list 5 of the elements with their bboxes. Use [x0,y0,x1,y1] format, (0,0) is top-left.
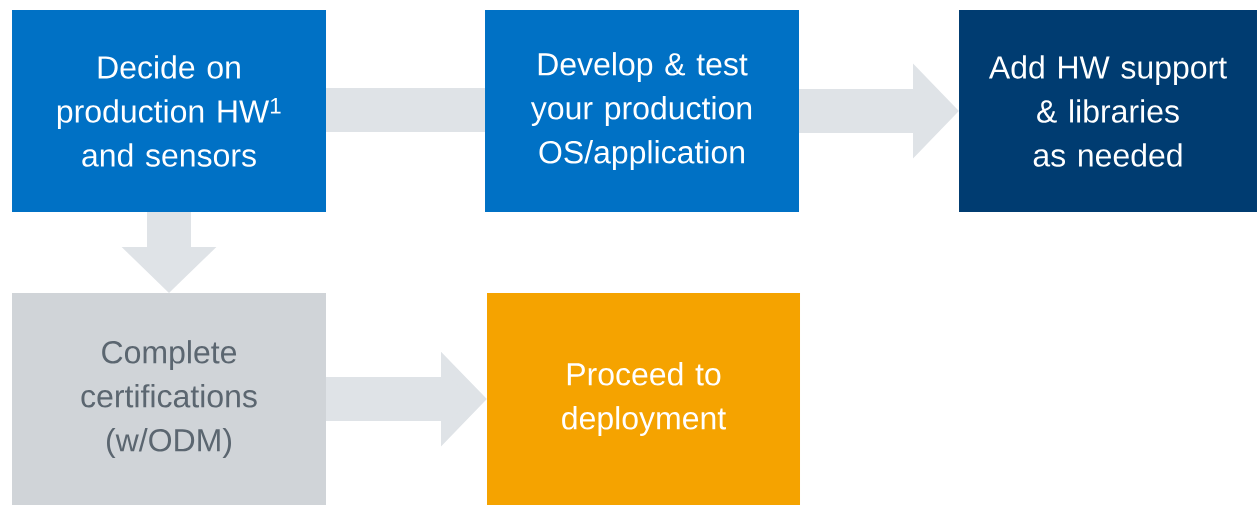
process-box: Add HW support & libraries as needed [959,10,1257,212]
process-box: Complete certifications (w/ODM) [12,293,326,505]
process-box: Decide on production HW$^{1}$ and sensors [12,10,326,212]
process-box: Proceed to deployment [487,293,800,505]
process-box: Develop & test your production OS/application [485,10,799,212]
